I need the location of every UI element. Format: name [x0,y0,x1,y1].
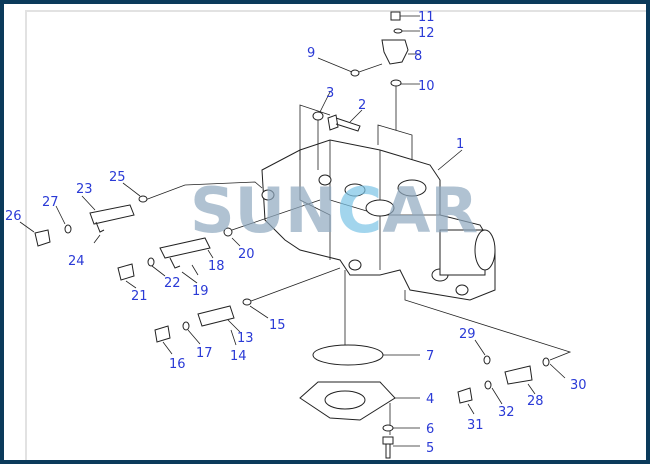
callout-18: 18 [208,259,225,274]
parts-diagram: SUNCAR 1 2 3 4 5 6 7 8 9 10 11 12 13 14 … [5,10,587,459]
callout-29: 29 [459,327,476,342]
callout-26: 26 [5,209,22,224]
callout-19: 19 [192,284,209,299]
callout-20: 20 [238,247,255,262]
callout-12: 12 [418,26,435,41]
callout-10: 10 [418,79,435,94]
plug-26 [34,229,51,247]
callout-21: 21 [131,289,148,304]
callout-labels: 1 2 3 4 5 6 7 8 9 10 11 12 13 14 15 16 1… [5,10,587,456]
callout-24: 24 [68,254,85,269]
callout-23: 23 [76,182,93,197]
callout-32: 32 [498,405,515,420]
callout-2: 2 [358,98,366,113]
callout-3: 3 [326,86,334,101]
callout-27: 27 [42,195,59,210]
callout-15: 15 [269,318,286,333]
callout-28: 28 [527,394,544,409]
callout-5: 5 [426,441,434,456]
bolt-11 [390,11,401,21]
callout-14: 14 [230,349,247,364]
callout-31: 31 [467,418,484,433]
callout-8: 8 [414,49,422,64]
callout-22: 22 [164,276,181,291]
callout-13: 13 [237,331,254,346]
callout-25: 25 [109,170,126,185]
callout-30: 30 [570,378,587,393]
inner-border [25,10,646,460]
valve-8 [381,39,409,65]
watermark: SUNCAR [190,174,478,247]
callout-11: 11 [418,10,435,25]
callout-16: 16 [169,357,186,372]
callout-7: 7 [426,349,434,364]
o-ring-7 [312,344,384,366]
pump-body [261,139,496,301]
callout-17: 17 [196,346,213,361]
callout-9: 9 [307,46,315,61]
callout-1: 1 [456,137,464,152]
callout-4: 4 [426,392,434,407]
callout-6: 6 [426,422,434,437]
